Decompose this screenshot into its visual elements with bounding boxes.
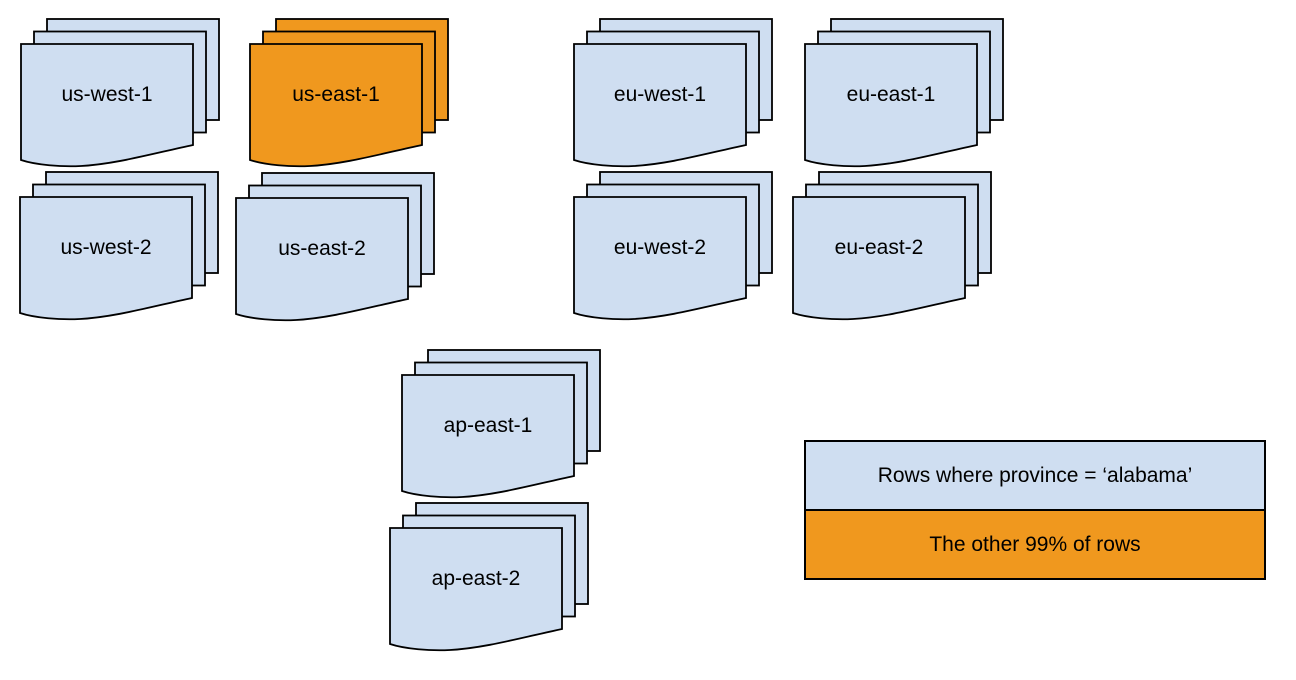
region-stack-eu-west-1: eu-west-1: [573, 18, 773, 168]
legend-item-other-rows: The other 99% of rows: [806, 511, 1264, 578]
region-stack-us-west-2: us-west-2: [19, 171, 219, 321]
region-label: eu-west-2: [613, 236, 707, 259]
document-stack-icon: [804, 18, 1004, 168]
region-label: eu-east-2: [834, 236, 924, 259]
region-label: us-west-1: [61, 83, 153, 106]
region-stack-ap-east-1: ap-east-1: [401, 349, 601, 499]
region-stack-ap-east-2: ap-east-2: [389, 502, 589, 652]
document-stack-icon: [235, 172, 435, 322]
document-stack-icon: [573, 171, 773, 321]
region-stack-us-east-1: us-east-1: [249, 18, 449, 168]
legend: Rows where province = ‘alabama’ The othe…: [804, 440, 1266, 580]
region-label: ap-east-1: [443, 414, 533, 437]
document-stack-icon: [573, 18, 773, 168]
legend-item-label: Rows where province = ‘alabama’: [877, 463, 1193, 487]
document-stack-icon: [401, 349, 601, 499]
region-label: eu-west-1: [613, 83, 707, 106]
document-stack-icon: [19, 171, 219, 321]
legend-item-alabama-rows: Rows where province = ‘alabama’: [806, 442, 1264, 511]
region-label: us-east-1: [292, 83, 380, 106]
document-stack-icon: [792, 171, 992, 321]
document-stack-icon: [20, 18, 220, 168]
region-stack-eu-east-1: eu-east-1: [804, 18, 1004, 168]
legend-item-label: The other 99% of rows: [929, 532, 1141, 556]
region-stack-eu-west-2: eu-west-2: [573, 171, 773, 321]
region-stack-eu-east-2: eu-east-2: [792, 171, 992, 321]
document-stack-icon: [249, 18, 449, 168]
region-label: ap-east-2: [431, 567, 521, 590]
document-stack-icon: [389, 502, 589, 652]
region-stack-us-east-2: us-east-2: [235, 172, 435, 322]
region-label: us-west-2: [60, 236, 152, 259]
region-label: eu-east-1: [846, 83, 936, 106]
region-stack-us-west-1: us-west-1: [20, 18, 220, 168]
region-label: us-east-2: [278, 237, 366, 260]
